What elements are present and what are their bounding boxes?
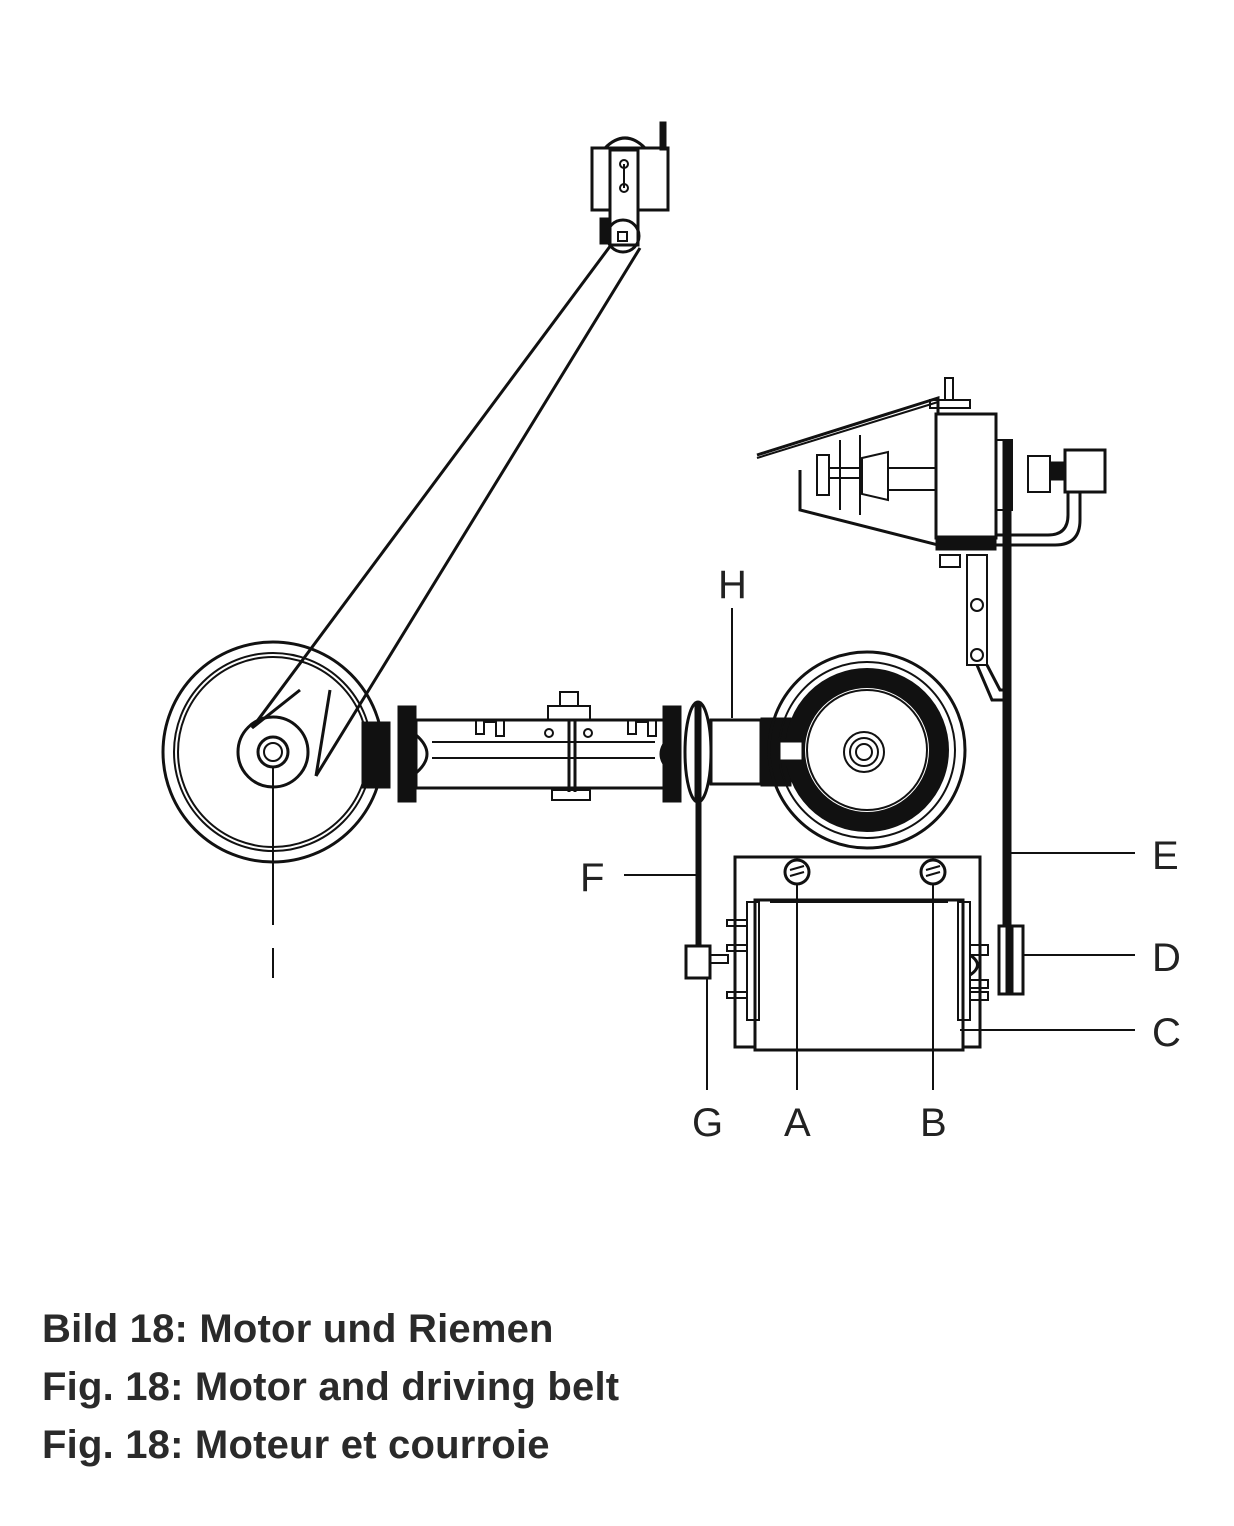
label-f: F bbox=[580, 856, 604, 900]
coupling-shaft bbox=[361, 691, 792, 804]
caption-english: Fig. 18: Motor and driving belt bbox=[42, 1365, 620, 1409]
label-b: B bbox=[920, 1101, 947, 1145]
label-d: D bbox=[1152, 936, 1181, 980]
fan-housing bbox=[767, 650, 967, 850]
belt-f bbox=[684, 799, 729, 980]
drive-belt-e bbox=[1002, 439, 1012, 981]
label-a: A bbox=[784, 1101, 811, 1145]
label-e: E bbox=[1152, 834, 1179, 878]
tensioner-bracket bbox=[756, 377, 1107, 702]
motor-pulley-d bbox=[997, 924, 1025, 996]
caption-german: Bild 18: Motor und Riemen bbox=[42, 1307, 554, 1351]
label-c: C bbox=[1152, 1011, 1181, 1055]
label-i: I bbox=[263, 984, 264, 986]
motor-body bbox=[726, 855, 989, 1052]
figure-caption: Bild 18: Motor und Riemen Fig. 18: Motor… bbox=[42, 1300, 619, 1474]
top-idler-bracket bbox=[590, 121, 670, 254]
leader-lines bbox=[272, 608, 1135, 1090]
caption-french: Fig. 18: Moteur et courroie bbox=[42, 1423, 550, 1467]
label-h: H bbox=[718, 563, 747, 607]
label-g: G bbox=[692, 1101, 723, 1145]
upper-belt bbox=[250, 244, 642, 777]
